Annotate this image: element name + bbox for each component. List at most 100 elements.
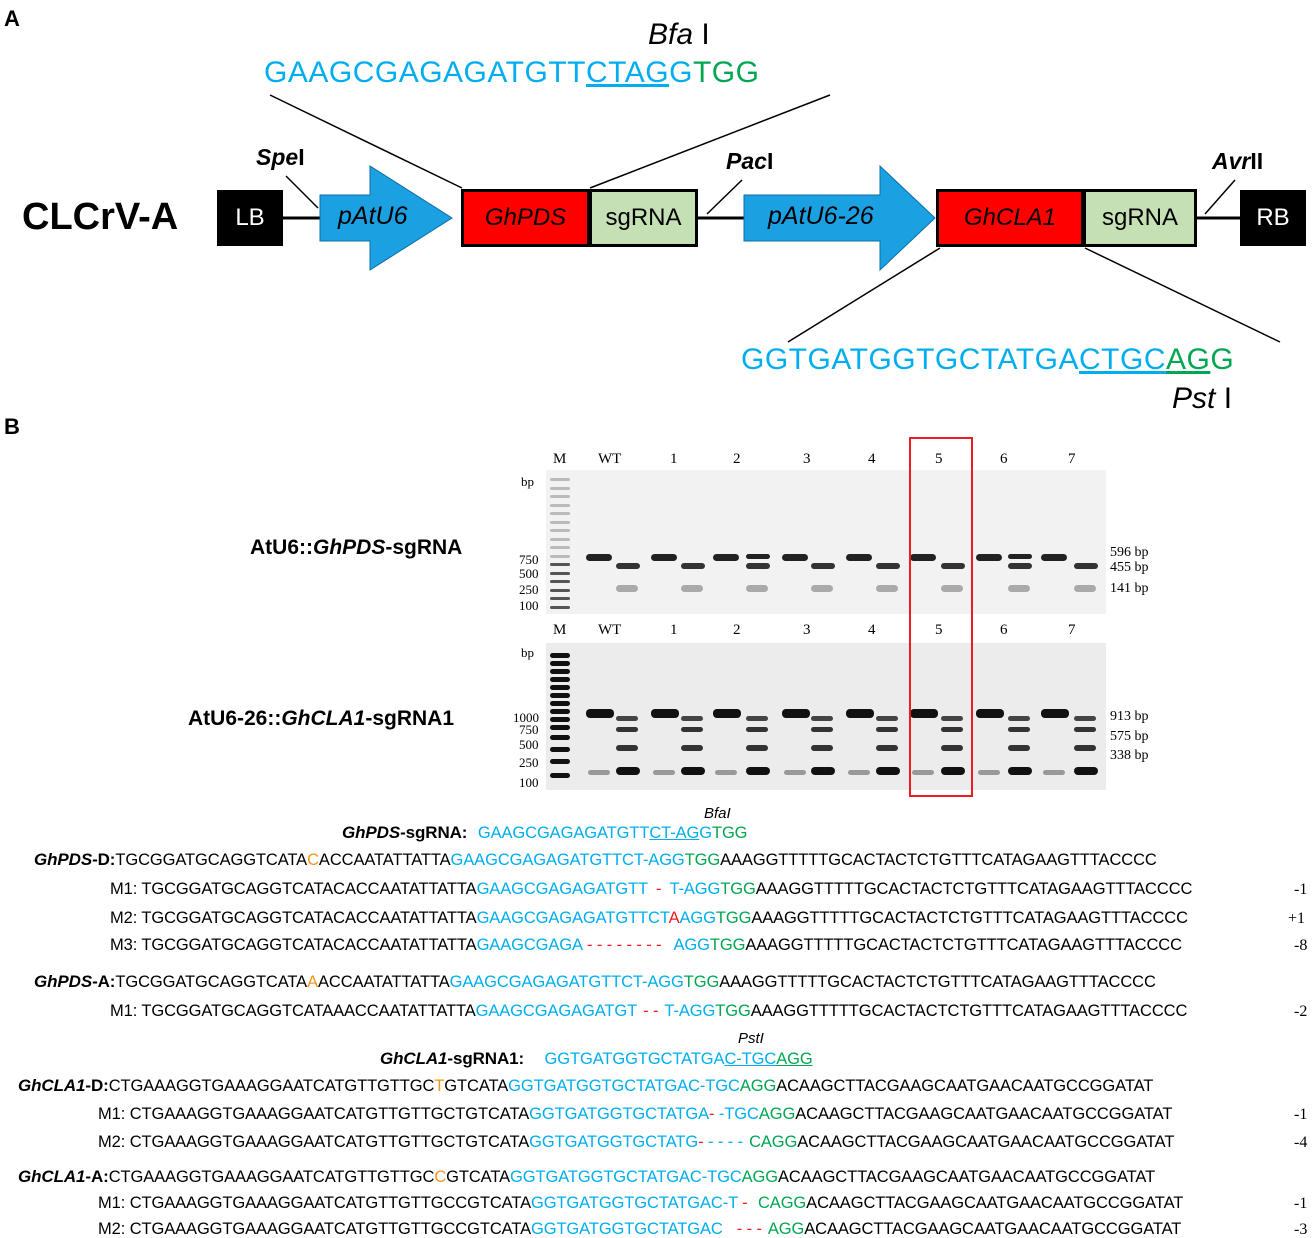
gel2-band-913 [1041, 709, 1069, 718]
gel1-band-141 [1008, 585, 1030, 592]
gel2-band-575 [1074, 727, 1096, 732]
gel2-band-575 [681, 727, 703, 732]
gene1-element: GhPDS [461, 189, 590, 247]
gel2-bp-unit: bp [521, 645, 534, 660]
gel2-ladder-band [550, 677, 570, 682]
gel2-band-low [681, 767, 705, 775]
gel1-lane-label: 7 [1068, 451, 1076, 467]
lane5-highlight-box [909, 437, 973, 797]
panel-a-letter: A [4, 6, 20, 31]
gel2-band-338 [941, 745, 963, 751]
gel2-band-upper [1074, 716, 1096, 721]
gel1-ladder-band [550, 563, 570, 566]
gel2-band-338 [746, 745, 768, 751]
gel1-band-141 [811, 585, 833, 592]
pst-enzyme-label: Pst I [1172, 382, 1233, 415]
gel2-ladder-band [550, 693, 570, 698]
gel2-ladder-band [550, 773, 570, 778]
gel2-band-primer [1043, 770, 1065, 775]
gel1-ladder-250: 250 [519, 582, 539, 597]
gel2-band-575 [941, 727, 963, 732]
cla-a-m2-delta: -3 [1294, 1221, 1308, 1238]
pac-site-label: PacI [726, 148, 774, 174]
gel2-ladder-band [550, 685, 570, 690]
bottom-target-sequence: GGTGATGGTGCTATGACTGCAGG [741, 343, 1235, 376]
construct-name: CLCrV-A [22, 196, 179, 238]
pds-d-m2-row: M2: TGCGGATGCAGGTCATACACCAATATTATTAGAAGC… [110, 909, 1188, 927]
cla-sgrna-row: GhCLA1-sgRNA1: GGTGATGGTGCTATGAC-TGCAGG [380, 1049, 813, 1068]
gel2-band-upper [616, 716, 638, 721]
gel1-band-undigested [651, 554, 677, 561]
pds-a-m1-delta: -2 [1294, 1003, 1308, 1020]
promoter2-label: pAtU6-26 [768, 202, 874, 230]
gel2-band-913 [910, 709, 938, 718]
pds-d-m1-row: M1: TGCGGATGCAGGTCATACACCAATATTATTAGAAGC… [110, 880, 1193, 898]
gel2-band-upper [811, 716, 833, 721]
gel1-ladder-500: 500 [519, 566, 539, 581]
cla-d-m2-row: M2: CTGAAAGGTGAAAGGAATCATGTTGTTGCTGTCATA… [98, 1133, 1175, 1151]
gel1-band-141 [1074, 585, 1096, 592]
gel2-size-338: 338 bp [1110, 748, 1149, 763]
gel1-ladder-band [550, 512, 570, 515]
gel2-lane-label: WT [598, 622, 622, 638]
gel1-band-141 [876, 585, 898, 592]
gel2-band-338 [1074, 745, 1096, 751]
gel2-band-338 [811, 745, 833, 751]
gel2-band-low [941, 767, 965, 775]
cla-d-m1-delta: -1 [1294, 1106, 1308, 1123]
gel1-ladder-band [550, 486, 570, 490]
pds-a-row: GhPDS-A:TGCGGATGCAGGTCATAAACCAATATTATTAG… [34, 972, 1156, 991]
pds-d-m3-row: M3: TGCGGATGCAGGTCATACACCAATATTATTAGAAGC… [110, 936, 1182, 954]
gel2-lane-label: 7 [1068, 622, 1076, 638]
gel2-band-338 [681, 745, 703, 751]
pds-d-m2-delta: +1 [1288, 910, 1306, 927]
gel1-band-undigested [976, 554, 1002, 561]
gel2-ladder-band [550, 735, 570, 740]
gel1-lane-label: 2 [733, 451, 741, 467]
gel2-band-primer [653, 770, 675, 775]
gel1-band-455 [681, 563, 705, 569]
pds-enzyme-label: BfaI [704, 805, 731, 822]
gel1-band-455 [616, 563, 640, 569]
sgrna2-element: sgRNA [1083, 189, 1197, 247]
gel2-band-913 [651, 709, 679, 718]
gel1-ladder-band [550, 520, 570, 524]
pds-a-m1-row: M1: TGCGGATGCAGGTCATAAACCAATATTATTAGAAGC… [110, 1002, 1188, 1020]
gel2-lane-label: 5 [935, 622, 943, 638]
gel1-ladder-100: 100 [519, 598, 539, 613]
lb-element: LB [217, 190, 283, 246]
gel1-ladder-band [550, 580, 570, 583]
gel1-lane-label: WT [598, 451, 622, 467]
gel2-ladder-band [550, 725, 570, 730]
top-target-sequence: GAAGCGAGAGATGTTCTAGGTGG [264, 56, 760, 89]
gel2-ladder-750: 750 [519, 722, 539, 737]
gel2-ladder-250: 250 [519, 755, 539, 770]
gel1-ladder-band [550, 537, 570, 541]
gel1-ladder-band [550, 478, 570, 481]
sgrna1-element: sgRNA [589, 189, 698, 247]
gel1-band-undigested [782, 554, 808, 561]
pds-d-row: GhPDS-D:TGCGGATGCAGGTCATACACCAATATTATTAG… [34, 850, 1157, 869]
pds-d-m3-delta: -8 [1294, 937, 1308, 954]
gel2-ladder-1000: 1000 [513, 710, 539, 725]
gel2-ladder-band [550, 717, 570, 722]
gel2-band-338 [1008, 745, 1030, 751]
gel1-band-upper [1008, 554, 1032, 559]
gel1-lane-label: 1 [670, 451, 678, 467]
gel1-band-141 [941, 585, 963, 592]
gel2-ladder-band [550, 669, 570, 674]
gel2-ladder-band [550, 653, 570, 658]
cla-d-m2-delta: -4 [1294, 1134, 1308, 1151]
gel1-lane-label: 4 [868, 451, 876, 467]
gel1-band-455 [811, 563, 835, 569]
gel1-ladder-band [550, 495, 570, 498]
cla-d-m1-row: M1: CTGAAAGGTGAAAGGAATCATGTTGTTGCTGTCATA… [98, 1105, 1173, 1123]
gel2-band-primer [588, 770, 610, 775]
gel2-band-low [616, 767, 640, 775]
gel2-size-575: 575 bp [1110, 729, 1149, 744]
gel2-band-338 [616, 745, 638, 751]
bfa-enzyme-label: Bfa I [648, 18, 710, 51]
panel-b-letter: B [4, 414, 20, 439]
gel1-band-undigested [713, 554, 739, 561]
gel2-band-primer [912, 770, 934, 775]
